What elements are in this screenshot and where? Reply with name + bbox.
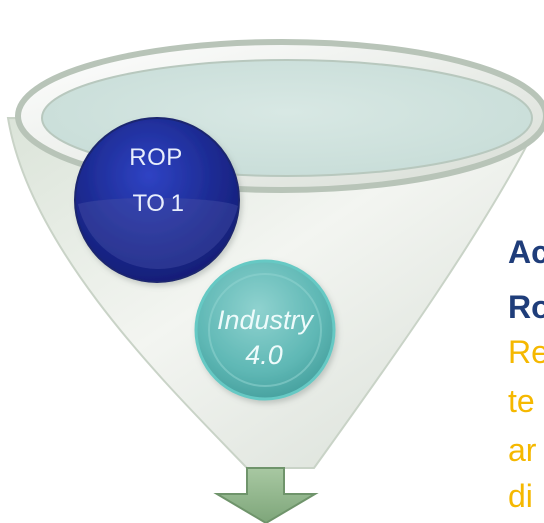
side-body-line-4: di — [508, 478, 533, 514]
rop-circle — [74, 117, 240, 283]
side-heading-line-2: Ro — [508, 289, 544, 325]
side-body-line-2: te — [508, 383, 535, 419]
down-arrow-icon — [213, 467, 319, 523]
side-heading-line-1: Ac — [508, 234, 544, 270]
side-body-line-3: ar — [508, 432, 537, 468]
industry-circle — [194, 259, 336, 401]
side-body-line-1: Re — [508, 334, 544, 370]
